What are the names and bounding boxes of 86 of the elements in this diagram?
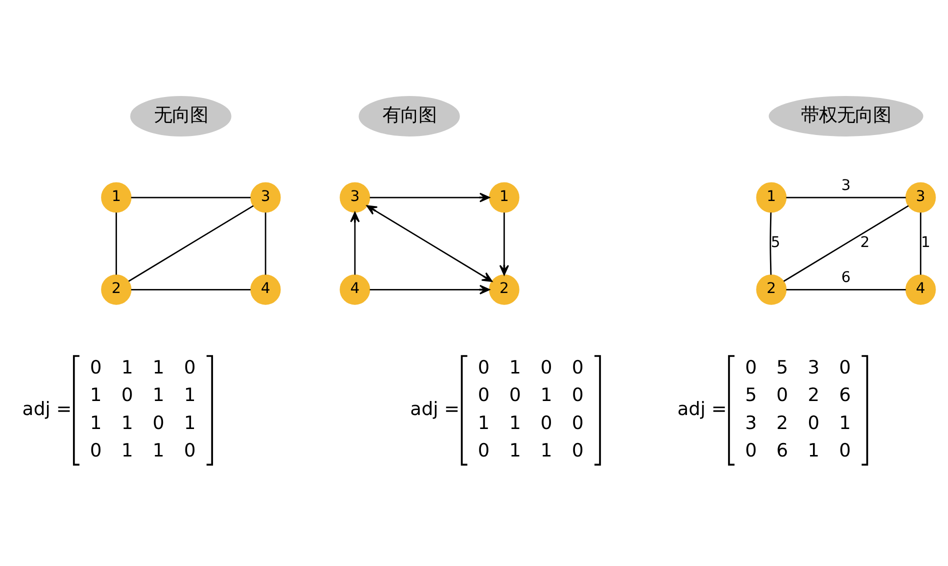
node-circle: 3 [340, 182, 370, 213]
connector [770, 212, 772, 275]
label: 2 [776, 412, 788, 434]
connector [783, 205, 909, 282]
label: adj = [677, 398, 727, 420]
arrow [350, 212, 360, 275]
label: 3 [808, 357, 820, 378]
label: 1 [509, 440, 521, 462]
label: 0 [90, 440, 102, 462]
arrow [370, 284, 490, 294]
label: 0 [572, 357, 584, 378]
label: 0 [745, 357, 757, 378]
label: 1 [152, 385, 164, 406]
node-circle: 2 [101, 274, 132, 305]
label: 0 [478, 440, 490, 462]
label: 6 [776, 440, 788, 462]
label: 1 [540, 385, 552, 406]
label: 0 [121, 385, 134, 406]
connector [264, 212, 266, 275]
label: 0 [745, 440, 757, 462]
label: 1 [839, 412, 851, 434]
label: 1 [808, 440, 820, 462]
arrow [366, 205, 492, 282]
label: 1 [184, 385, 196, 406]
node-circle: 1 [488, 182, 520, 213]
connector [131, 288, 251, 290]
label: 0 [478, 385, 490, 406]
label: 5 [745, 385, 757, 406]
label: 1 [540, 440, 552, 462]
label: 0 [808, 412, 820, 434]
node-circle: 3 [250, 182, 281, 213]
node-circle: 1 [101, 182, 132, 213]
connector [920, 212, 922, 275]
label: 1 [184, 412, 196, 434]
arrow [370, 192, 490, 202]
label: 1 [121, 357, 134, 378]
node-circle: 3 [905, 182, 936, 213]
label: 0 [152, 412, 164, 434]
node-circle: 4 [340, 274, 370, 305]
label: 0 [839, 357, 851, 378]
label: 6 [839, 385, 851, 406]
label: 0 [839, 440, 851, 462]
label: 0 [572, 440, 584, 462]
label: 0 [184, 357, 196, 378]
label: 5 [776, 357, 788, 378]
label: 0 [776, 385, 788, 406]
node-ellipse: 有向图 [358, 96, 460, 136]
label: 1 [90, 412, 102, 434]
label: 1 [509, 412, 521, 434]
label: 2 [808, 385, 820, 406]
node-circle: 4 [905, 274, 936, 305]
label: 0 [509, 385, 521, 406]
label: 0 [184, 440, 196, 462]
node-circle: 2 [756, 274, 787, 305]
arrow [499, 212, 509, 276]
label: 0 [572, 412, 584, 434]
connector [786, 288, 906, 290]
edge-label: 2 [860, 234, 870, 252]
node-circle: 2 [488, 274, 520, 305]
label: 1 [90, 385, 102, 406]
label: 1 [121, 412, 134, 434]
edge-label: 1 [921, 234, 930, 252]
label: 0 [540, 357, 552, 378]
edge-label: 3 [841, 176, 851, 194]
node-ellipse: 无向图 [130, 96, 232, 136]
label: 1 [152, 440, 164, 462]
label: 1 [121, 440, 134, 462]
connector [131, 196, 251, 198]
node-circle: 4 [250, 274, 281, 305]
label: adj = [22, 398, 72, 420]
label: 1 [509, 357, 521, 378]
label: 0 [90, 357, 102, 378]
node-ellipse: 带权无向图 [768, 96, 924, 136]
connector [128, 205, 254, 282]
edge-label: 5 [770, 234, 780, 252]
node-circle: 1 [756, 182, 787, 213]
label: 3 [745, 412, 757, 434]
label: 0 [572, 385, 584, 406]
label: 0 [540, 412, 552, 434]
label: 1 [152, 357, 164, 378]
connector [116, 212, 117, 275]
label: adj = [410, 398, 460, 420]
connector [786, 196, 906, 198]
edge-label: 6 [841, 269, 851, 286]
label: 0 [478, 357, 490, 378]
label: 1 [478, 412, 490, 434]
